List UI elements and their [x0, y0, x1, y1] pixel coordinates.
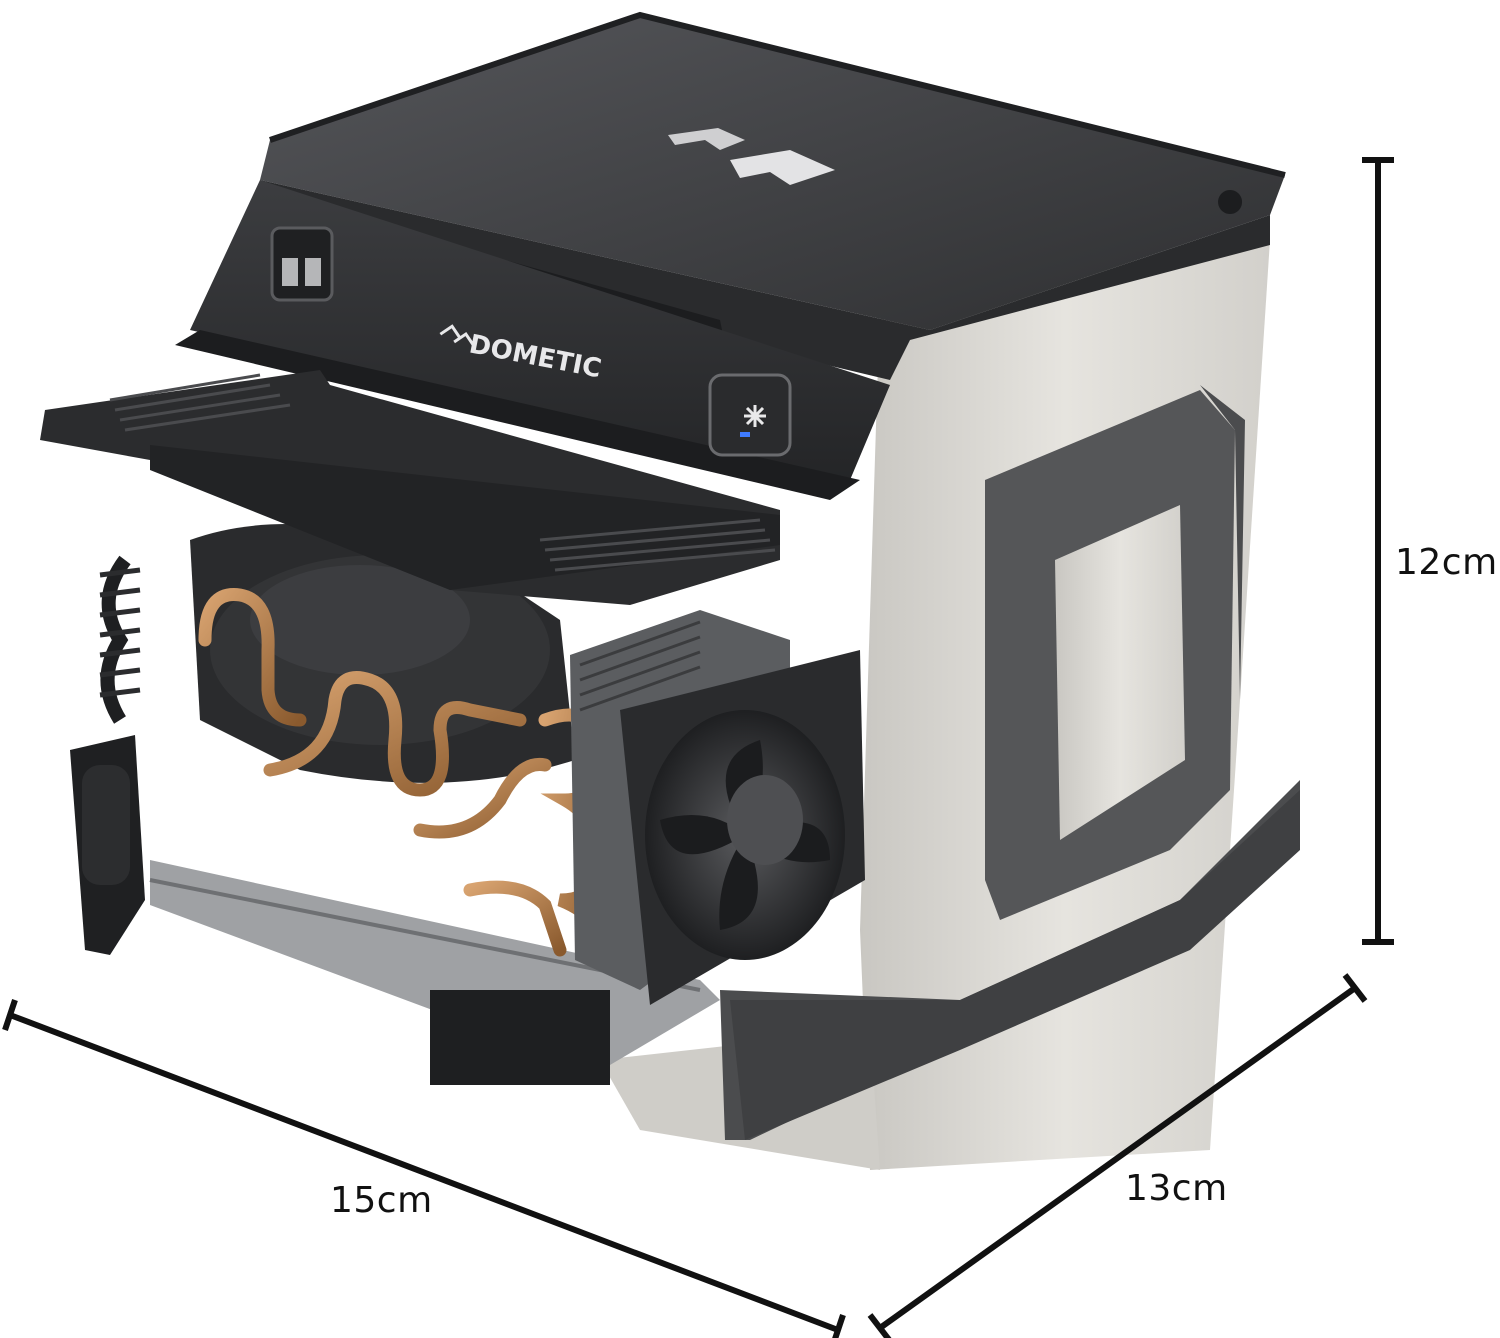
- dimension-line-height: [1362, 157, 1394, 945]
- car-plug: [70, 735, 145, 955]
- dometic-logo-icon: [668, 128, 745, 150]
- vent-tray: [40, 370, 780, 605]
- power-button: [708, 373, 792, 457]
- dimension-line-depth: [867, 973, 1368, 1338]
- snowflake-icon: [744, 405, 766, 427]
- width-label: 15cm: [330, 1180, 433, 1221]
- power-cable: [99, 555, 141, 724]
- depth-label: 13cm: [1125, 1168, 1228, 1209]
- indicator-led: [740, 432, 750, 437]
- foam-wrap: [720, 385, 1300, 1140]
- dimension-line-width: [2, 999, 846, 1338]
- height-label: 12cm: [1395, 542, 1498, 583]
- dometic-wordmark-icon: [439, 324, 476, 347]
- usb-port-icon: [270, 226, 334, 302]
- cooling-fan: [620, 650, 865, 1005]
- lid-logo: [668, 128, 835, 185]
